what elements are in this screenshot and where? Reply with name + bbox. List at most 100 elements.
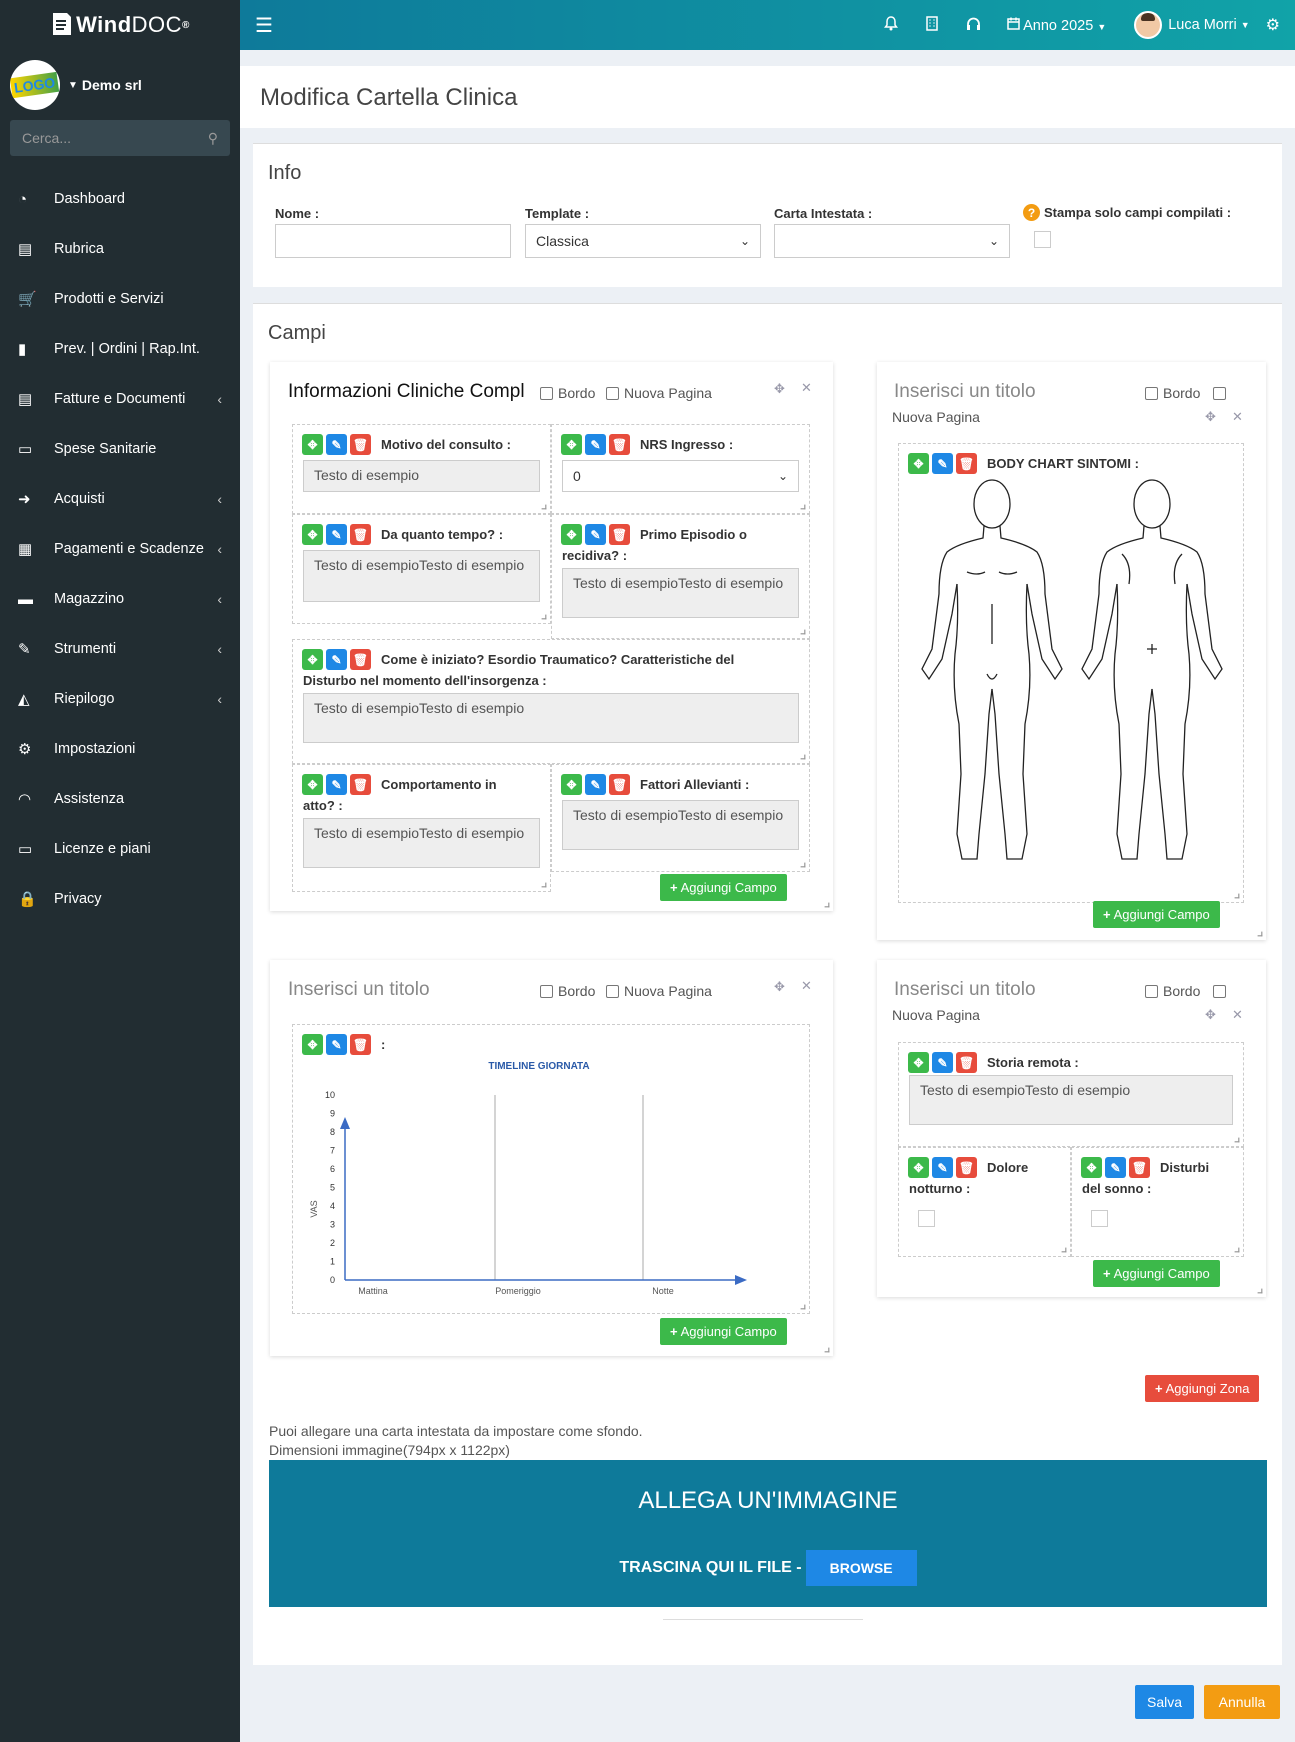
zone-title[interactable]: Inserisci un titolo bbox=[894, 979, 1036, 1000]
move-icon[interactable]: ✥ bbox=[774, 979, 785, 994]
move-icon[interactable]: ✥ bbox=[1205, 409, 1216, 424]
trash-icon[interactable]: 🗑 bbox=[350, 649, 371, 670]
new-page-checkbox[interactable] bbox=[1213, 984, 1227, 998]
add-field-button[interactable]: +Aggiungi Campo bbox=[1093, 901, 1220, 928]
resize-handle[interactable] bbox=[824, 902, 830, 908]
resize-handle[interactable] bbox=[800, 1304, 806, 1310]
trash-icon[interactable]: 🗑 bbox=[350, 774, 371, 795]
new-page-checkbox[interactable] bbox=[606, 984, 619, 998]
move-icon[interactable]: ✥ bbox=[561, 434, 582, 455]
pencil-icon[interactable]: ✎ bbox=[585, 774, 606, 795]
close-icon[interactable]: ✕ bbox=[801, 380, 812, 395]
sidebar-item-spese-sanitarie[interactable]: ▭Spese Sanitarie bbox=[0, 424, 240, 474]
sidebar-item-fatture-e-documenti[interactable]: ▤Fatture e Documenti‹ bbox=[0, 374, 240, 424]
add-field-button[interactable]: +Aggiungi Campo bbox=[660, 874, 787, 901]
resize-handle[interactable] bbox=[1257, 931, 1263, 937]
search-icon[interactable]: ⚲ bbox=[207, 129, 218, 146]
sample-textarea[interactable]: Testo di esempioTesto di esempio bbox=[562, 800, 799, 850]
cancel-button[interactable]: Annulla bbox=[1204, 1685, 1280, 1719]
save-button[interactable]: Salva bbox=[1135, 1685, 1194, 1719]
move-icon[interactable]: ✥ bbox=[302, 434, 323, 455]
pencil-icon[interactable]: ✎ bbox=[326, 524, 347, 545]
move-icon[interactable]: ✥ bbox=[302, 774, 323, 795]
move-icon[interactable]: ✥ bbox=[561, 524, 582, 545]
browse-button[interactable]: BROWSE bbox=[805, 1550, 917, 1586]
pencil-icon[interactable]: ✎ bbox=[1105, 1157, 1126, 1178]
disturbi-checkbox[interactable] bbox=[1091, 1210, 1108, 1227]
resize-handle[interactable] bbox=[541, 882, 547, 888]
sidebar-item-riepilogo[interactable]: ◭Riepilogo‹ bbox=[0, 674, 240, 724]
sidebar-item-rubrica[interactable]: ▤Rubrica bbox=[0, 224, 240, 274]
move-icon[interactable]: ✥ bbox=[302, 524, 323, 545]
move-icon[interactable]: ✥ bbox=[908, 1157, 929, 1178]
add-field-button[interactable]: +Aggiungi Campo bbox=[660, 1318, 787, 1345]
sidebar-item-impostazioni[interactable]: ⚙Impostazioni bbox=[0, 724, 240, 774]
sample-textarea[interactable]: Testo di esempioTesto di esempio bbox=[909, 1075, 1233, 1125]
gears-icon[interactable]: ⚙ bbox=[1265, 17, 1280, 34]
new-page-checkbox[interactable] bbox=[1213, 386, 1227, 400]
zone-title[interactable]: Inserisci un titolo bbox=[288, 979, 430, 1000]
building-icon[interactable] bbox=[926, 16, 938, 34]
trash-icon[interactable]: 🗑 bbox=[350, 524, 371, 545]
sidebar-item-strumenti[interactable]: ✎Strumenti‹ bbox=[0, 624, 240, 674]
name-input[interactable] bbox=[275, 224, 511, 258]
bell-icon[interactable] bbox=[883, 16, 898, 34]
resize-handle[interactable] bbox=[800, 629, 806, 635]
sidebar-item-pagamenti-e-scadenze[interactable]: ▦Pagamenti e Scadenze‹ bbox=[0, 524, 240, 574]
sample-textarea[interactable]: Testo di esempioTesto di esempio bbox=[303, 550, 540, 602]
sidebar-item-dashboard[interactable]: ◔Dashboard bbox=[0, 174, 240, 224]
resize-handle[interactable] bbox=[1234, 893, 1240, 899]
user-menu[interactable]: Luca Morri ▼ bbox=[1134, 11, 1250, 39]
sidebar-item-acquisti[interactable]: ➜Acquisti‹ bbox=[0, 474, 240, 524]
pencil-icon[interactable]: ✎ bbox=[326, 649, 347, 670]
new-page-checkbox[interactable] bbox=[606, 386, 619, 400]
move-icon[interactable]: ✥ bbox=[1205, 1007, 1216, 1022]
trash-icon[interactable]: 🗑 bbox=[956, 453, 977, 474]
trash-icon[interactable]: 🗑 bbox=[609, 434, 630, 455]
pencil-icon[interactable]: ✎ bbox=[326, 774, 347, 795]
border-checkbox[interactable] bbox=[540, 386, 553, 400]
resize-handle[interactable] bbox=[1234, 1247, 1240, 1253]
pencil-icon[interactable]: ✎ bbox=[932, 1052, 953, 1073]
pencil-icon[interactable]: ✎ bbox=[326, 1034, 347, 1055]
trash-icon[interactable]: 🗑 bbox=[609, 774, 630, 795]
trash-icon[interactable]: 🗑 bbox=[1129, 1157, 1150, 1178]
template-select[interactable]: Classica ⌄ bbox=[525, 224, 761, 258]
border-checkbox[interactable] bbox=[540, 984, 553, 998]
close-icon[interactable]: ✕ bbox=[1232, 1007, 1243, 1022]
nrs-select[interactable]: 0⌄ bbox=[562, 460, 799, 492]
sidebar-item-prev-ordini-rap-int[interactable]: ▮Prev. | Ordini | Rap.Int. bbox=[0, 324, 240, 374]
move-icon[interactable]: ✥ bbox=[561, 774, 582, 795]
resize-handle[interactable] bbox=[1234, 1137, 1240, 1143]
border-checkbox[interactable] bbox=[1145, 386, 1158, 400]
print-only-checkbox[interactable] bbox=[1034, 231, 1051, 248]
pencil-icon[interactable]: ✎ bbox=[585, 524, 606, 545]
search-input[interactable] bbox=[22, 130, 208, 146]
sample-textarea[interactable]: Testo di esempioTesto di esempio bbox=[562, 568, 799, 618]
sidebar-item-magazzino[interactable]: ▬Magazzino‹ bbox=[0, 574, 240, 624]
trash-icon[interactable]: 🗑 bbox=[350, 434, 371, 455]
zone-title[interactable]: Inserisci un titolo bbox=[894, 381, 1036, 402]
pencil-icon[interactable]: ✎ bbox=[932, 453, 953, 474]
close-icon[interactable]: ✕ bbox=[801, 978, 812, 993]
pencil-icon[interactable]: ✎ bbox=[932, 1157, 953, 1178]
resize-handle[interactable] bbox=[800, 504, 806, 510]
sidebar-item-privacy[interactable]: 🔒Privacy bbox=[0, 874, 240, 924]
border-checkbox[interactable] bbox=[1145, 984, 1158, 998]
trash-icon[interactable]: 🗑 bbox=[350, 1034, 371, 1055]
year-selector[interactable]: Anno 2025 ▼ bbox=[1007, 17, 1106, 34]
resize-handle[interactable] bbox=[541, 504, 547, 510]
sidebar-item-assistenza[interactable]: ◠Assistenza bbox=[0, 774, 240, 824]
move-icon[interactable]: ✥ bbox=[302, 1034, 323, 1055]
move-icon[interactable]: ✥ bbox=[908, 453, 929, 474]
company-selector[interactable]: LOGO ▼ Demo srl bbox=[0, 50, 240, 120]
add-field-button[interactable]: +Aggiungi Campo bbox=[1093, 1260, 1220, 1287]
add-zone-button[interactable]: +Aggiungi Zona bbox=[1145, 1375, 1260, 1402]
move-icon[interactable]: ✥ bbox=[1081, 1157, 1102, 1178]
resize-handle[interactable] bbox=[1061, 1247, 1067, 1253]
move-icon[interactable]: ✥ bbox=[774, 381, 785, 396]
zone-title[interactable]: Informazioni Cliniche Compl bbox=[288, 381, 525, 402]
pencil-icon[interactable]: ✎ bbox=[585, 434, 606, 455]
close-icon[interactable]: ✕ bbox=[1232, 409, 1243, 424]
